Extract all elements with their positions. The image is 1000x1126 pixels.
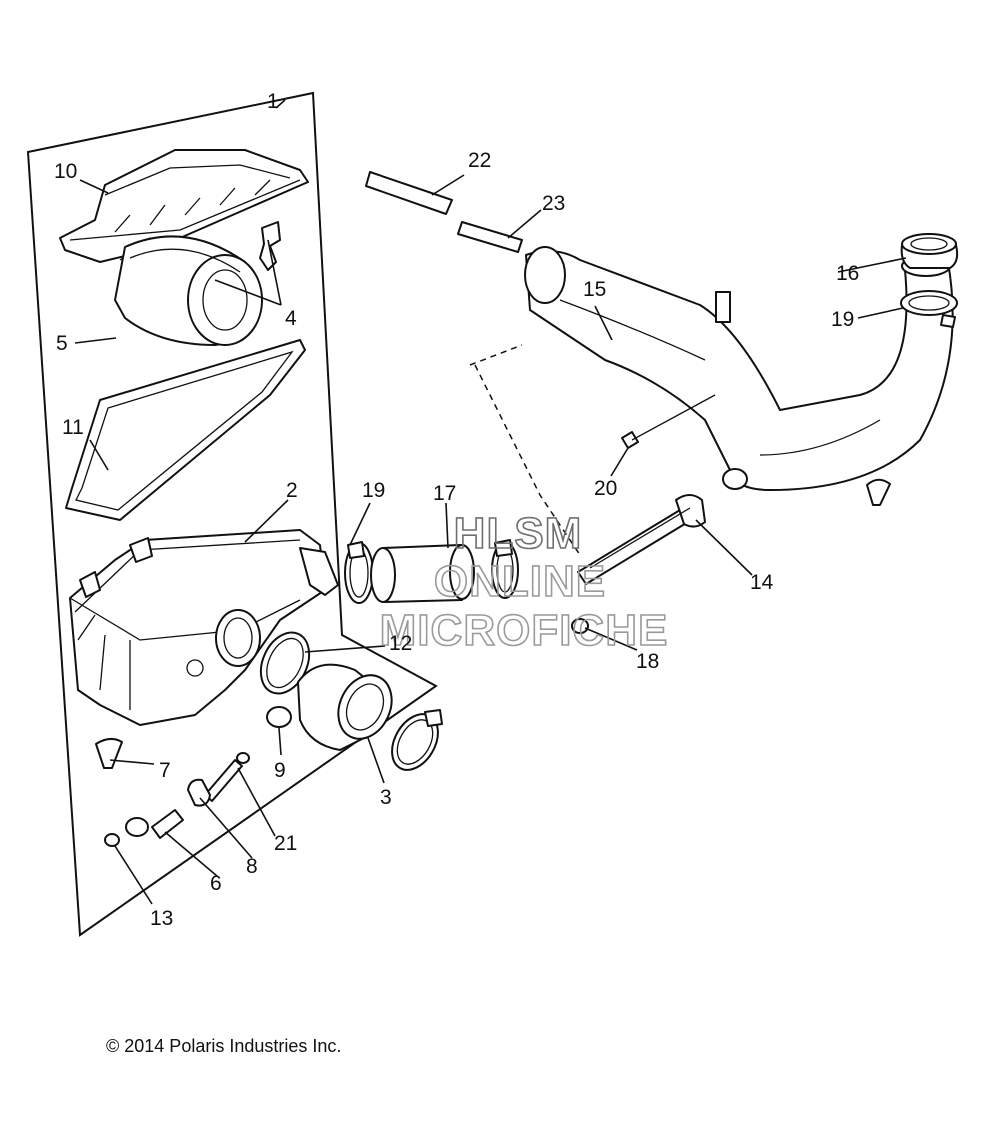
screw-20: [621, 394, 716, 449]
callout-1: 1: [267, 90, 279, 113]
airbox-outlet: [215, 609, 261, 667]
callout-3: 3: [380, 786, 392, 809]
callout-13: 13: [150, 907, 173, 930]
callout-16: 16: [836, 262, 859, 285]
decal-23: [457, 221, 523, 253]
callout-4: 4: [285, 307, 297, 330]
clamp-12: [259, 631, 311, 695]
callout-8: 8: [246, 855, 258, 878]
nut-13: [104, 833, 120, 847]
callout-2: 2: [286, 479, 298, 502]
watermark-line-1: HLSM: [454, 509, 583, 558]
callout-20: 20: [594, 477, 617, 500]
callout-19-left: 19: [362, 479, 385, 502]
callout-11: 11: [62, 416, 84, 439]
assembly-frame: [26, 91, 438, 937]
callout-9: 9: [274, 759, 286, 782]
grommet-right: [866, 478, 891, 506]
duct-cap: [900, 233, 959, 269]
drain-valve: [95, 738, 123, 769]
plug: [266, 706, 292, 728]
callout-12: 12: [389, 632, 412, 655]
sleeve: [151, 809, 184, 839]
callout-22: 22: [468, 149, 491, 172]
callout-15: 15: [583, 278, 606, 301]
copyright-notice: © 2014 Polaris Industries Inc.: [106, 1036, 342, 1056]
intake-duct: [524, 246, 954, 491]
decal-22: [365, 171, 453, 215]
callout-14: 14: [750, 571, 774, 594]
bushing-8: [187, 778, 211, 807]
callout-6: 6: [210, 872, 222, 895]
airbox-base: [69, 529, 339, 726]
callout-10: 10: [54, 160, 77, 183]
intake-boot: [297, 663, 393, 751]
duct-tube: [370, 544, 475, 603]
boot-clamp: [391, 709, 443, 771]
watermark: HLSM ONLINE MICROFICHE: [379, 508, 669, 656]
callouts: 1 10 4 5 11 2 12 3 7 9 21 8 6 13 19 17 2…: [54, 90, 859, 930]
air-filter: [114, 235, 263, 346]
breather-hose: [577, 494, 706, 585]
grommet-18: [571, 618, 589, 634]
watermark-line-2: ONLINE: [434, 557, 606, 606]
clamp-19-left: [344, 541, 374, 604]
tube-clamp: [491, 539, 519, 599]
callout-23: 23: [542, 192, 565, 215]
airbox-gasket: [65, 339, 306, 521]
leader-lines: [74, 99, 907, 905]
callout-19-right: 19: [831, 308, 854, 331]
callout-21: 21: [274, 832, 297, 855]
callout-7: 7: [159, 759, 171, 782]
clamp-19-right: [900, 290, 958, 328]
callout-17: 17: [433, 482, 456, 505]
washer-a: [125, 817, 149, 837]
alignment-dashes: [469, 344, 581, 556]
watermark-line-3: MICROFICHE: [380, 606, 669, 655]
callout-18: 18: [636, 650, 659, 673]
callout-5: 5: [56, 332, 68, 355]
